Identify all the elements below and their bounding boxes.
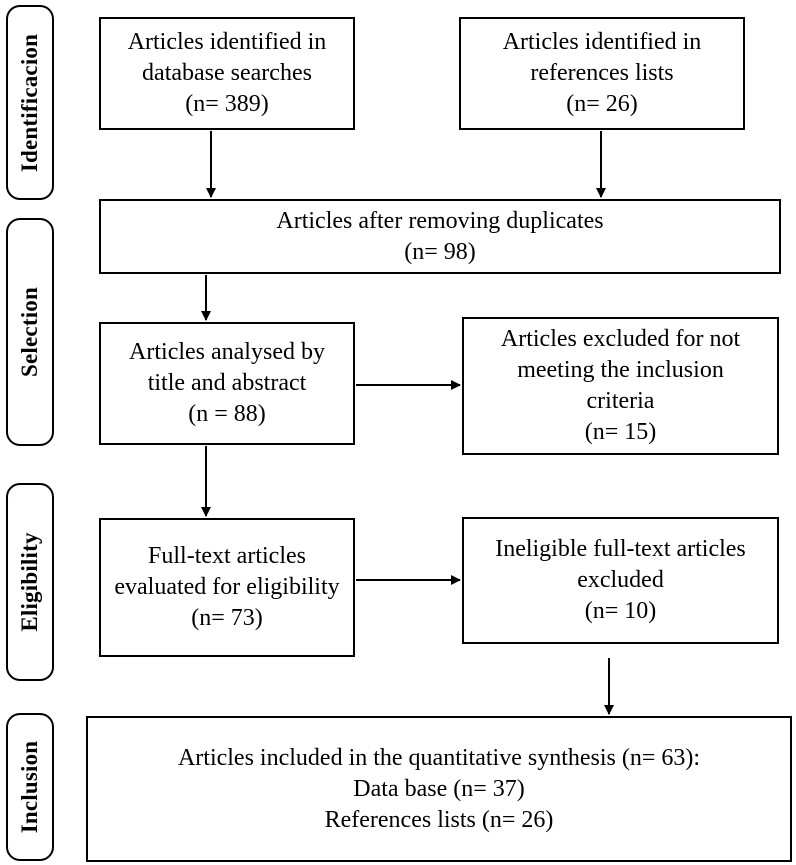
box-excluded-criteria: Articles excluded for not meeting the in… xyxy=(462,317,779,455)
references-lists-line-2: references lists xyxy=(530,60,674,86)
after-duplicates-line-1: Articles after removing duplicates xyxy=(276,207,604,234)
box-after-duplicates: Articles after removing duplicates (n= 9… xyxy=(99,199,781,274)
full-text-line-1: Full-text articles xyxy=(148,543,306,569)
stage-identification-label: Identificacion xyxy=(17,33,42,172)
box-included: Articles included in the quantitative sy… xyxy=(86,716,792,862)
ineligible-line-2: excluded xyxy=(577,567,664,593)
stage-eligibility: Eligibility xyxy=(6,483,54,681)
full-text-line-3: (n= 73) xyxy=(191,605,263,631)
stage-inclusion-label: Inclusion xyxy=(17,740,42,834)
excluded-criteria-line-2: meeting the inclusion xyxy=(517,357,724,383)
stage-identification: Identificacion xyxy=(6,5,54,200)
stage-inclusion: Inclusion xyxy=(6,713,54,861)
ineligible-line-1: Ineligible full-text articles xyxy=(495,536,746,562)
box-full-text: Full-text articles evaluated for eligibi… xyxy=(99,518,355,657)
box-ineligible: Ineligible full-text articles excluded (… xyxy=(462,517,779,644)
excluded-criteria-line-3: criteria xyxy=(586,388,655,414)
box-title-abstract: Articles analysed by title and abstract … xyxy=(99,322,355,445)
database-search-line-3: (n= 389) xyxy=(185,91,269,117)
title-abstract-line-2: title and abstract xyxy=(147,370,307,396)
stage-selection-label: Selection xyxy=(17,287,42,377)
stage-selection: Selection xyxy=(6,218,54,446)
title-abstract-line-3: (n = 88) xyxy=(188,401,266,427)
box-references-lists: Articles identified in references lists … xyxy=(459,17,745,130)
full-text-line-2: evaluated for eligibility xyxy=(114,574,340,600)
included-line-3: References lists (n= 26) xyxy=(324,806,554,833)
after-duplicates-line-2: (n= 98) xyxy=(404,238,476,265)
database-search-line-2: database searches xyxy=(142,60,312,86)
excluded-criteria-line-4: (n= 15) xyxy=(584,419,657,445)
references-lists-line-1: Articles identified in xyxy=(502,29,702,55)
included-line-1: Articles included in the quantitative sy… xyxy=(177,744,701,771)
excluded-criteria-line-1: Articles excluded for not xyxy=(500,326,741,352)
included-line-2: Data base (n= 37) xyxy=(353,775,525,802)
box-database-search: Articles identified in database searches… xyxy=(99,17,355,130)
references-lists-line-3: (n= 26) xyxy=(566,91,638,117)
title-abstract-line-1: Articles analysed by xyxy=(129,339,325,365)
ineligible-line-3: (n= 10) xyxy=(584,598,657,624)
stage-eligibility-label: Eligibility xyxy=(17,532,42,632)
database-search-line-1: Articles identified in xyxy=(127,29,327,55)
